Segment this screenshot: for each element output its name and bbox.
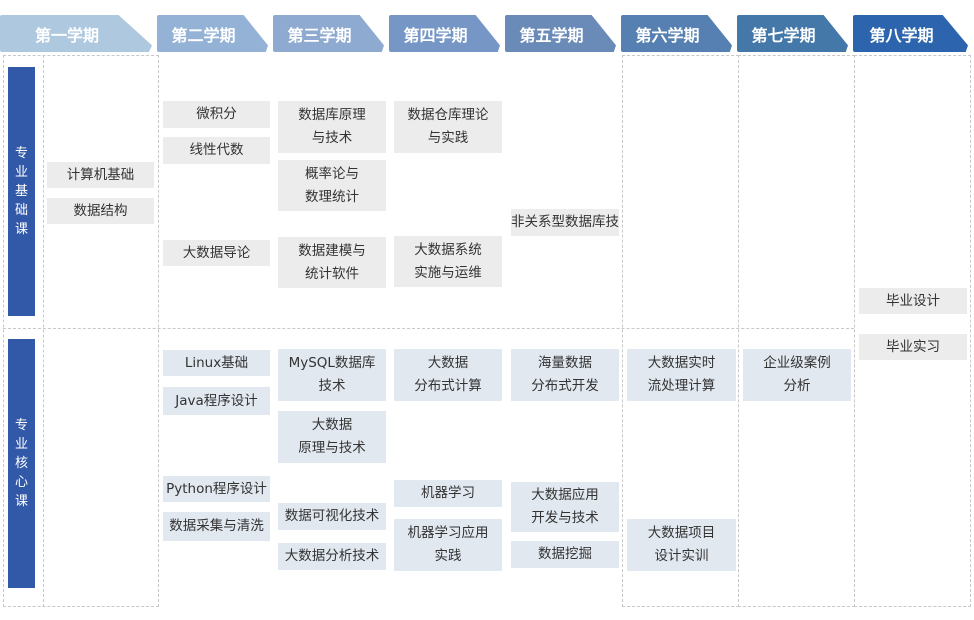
semester-header-5: 第五学期 — [505, 15, 616, 52]
course-box: 数据挖掘 — [511, 541, 619, 568]
semester-header-2: 第二学期 — [157, 15, 268, 52]
course-box: Linux基础 — [163, 350, 270, 376]
semester-1-frame — [3, 55, 159, 607]
course-box: 大数据实时 流处理计算 — [627, 349, 736, 401]
semester-8-frame — [854, 55, 971, 607]
course-box: Java程序设计 — [163, 387, 270, 415]
course-box: 数据结构 — [47, 198, 154, 224]
course-box: 微积分 — [163, 101, 270, 128]
course-box: 企业级案例 分析 — [743, 349, 851, 401]
semester-header-8: 第八学期 — [853, 15, 968, 52]
course-box: 线性代数 — [163, 137, 270, 164]
category-label-core: 专业核心课 — [8, 339, 35, 588]
course-box: 大数据应用 开发与技术 — [511, 482, 619, 532]
course-box: 大数据系统 实施与运维 — [394, 236, 502, 287]
course-box: 海量数据 分布式开发 — [511, 349, 619, 401]
category-label-text: 专业核心课 — [14, 418, 28, 509]
category-label-text: 专业基础课 — [14, 146, 28, 237]
course-box: 大数据项目 设计实训 — [627, 519, 736, 571]
semester-header-1: 第一学期 — [0, 15, 152, 52]
semester-header-6: 第六学期 — [621, 15, 732, 52]
course-box: 毕业实习 — [859, 334, 967, 360]
course-box: 机器学习 — [394, 480, 502, 507]
semester-header-4: 第四学期 — [389, 15, 500, 52]
course-box: 数据采集与清洗 — [163, 512, 270, 541]
course-box: 数据建模与 统计软件 — [278, 237, 386, 288]
semester-7-frame — [738, 55, 855, 607]
course-box: 大数据 分布式计算 — [394, 349, 502, 401]
semester-header-3: 第三学期 — [273, 15, 384, 52]
course-box: MySQL数据库 技术 — [278, 349, 386, 401]
category-divider — [3, 328, 854, 329]
semester-header-7: 第七学期 — [737, 15, 848, 52]
course-box: 概率论与 数理统计 — [278, 160, 386, 211]
course-box: 数据可视化技术 — [278, 503, 386, 530]
course-box: 大数据 原理与技术 — [278, 411, 386, 463]
course-box: 数据库原理 与技术 — [278, 101, 386, 153]
category-label-basic: 专业基础课 — [8, 67, 35, 316]
course-box: 毕业设计 — [859, 288, 967, 314]
course-box: 数据仓库理论 与实践 — [394, 101, 502, 153]
divider — [43, 55, 44, 607]
course-box: 大数据分析技术 — [278, 543, 386, 570]
course-box: 机器学习应用 实践 — [394, 519, 502, 571]
course-box: 非关系型数据库技术 — [511, 209, 619, 236]
course-box: 大数据导论 — [163, 240, 270, 266]
course-box: Python程序设计 — [163, 476, 270, 502]
course-box: 计算机基础 — [47, 162, 154, 188]
